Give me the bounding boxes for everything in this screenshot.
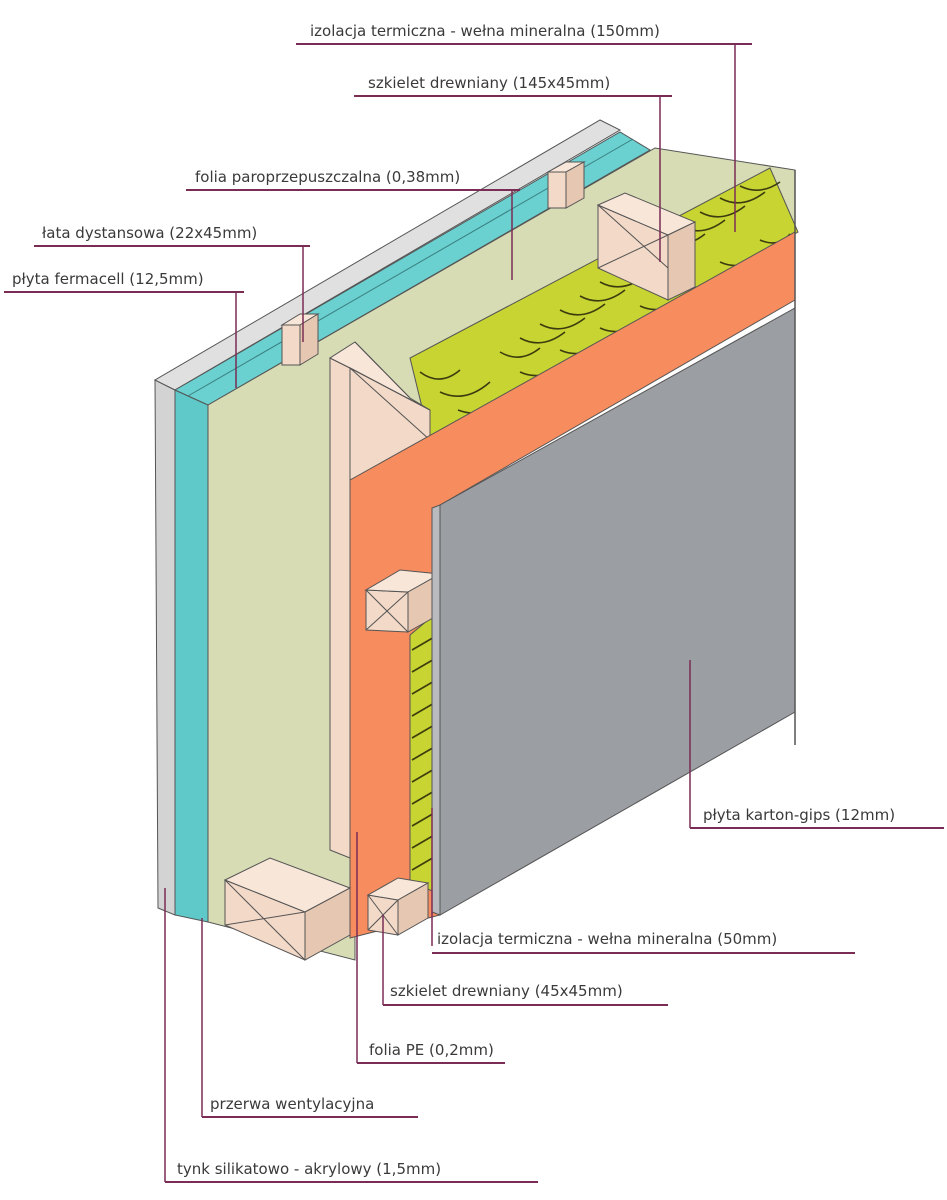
label-top-insulation: izolacja termiczna - wełna mineralna (15… — [310, 22, 660, 40]
label-spacer-batten: łata dystansowa (22x45mm) — [42, 224, 257, 242]
wool-50-hatch — [411, 635, 437, 871]
label-top-frame: szkielet drewniany (145x45mm) — [368, 74, 610, 92]
bottom-plate — [223, 857, 352, 961]
stud-145-back — [596, 192, 697, 301]
label-ventilation-gap: przerwa wentylacyjna — [210, 1095, 374, 1113]
plaster-layer-top — [153, 119, 622, 391]
plaster-layer-face — [154, 379, 176, 916]
label-bottom-insulation: izolacja termiczna - wełna mineralna (50… — [437, 930, 777, 948]
label-plaster: tynk silikatowo - akrylowy (1,5mm) — [177, 1160, 441, 1178]
spacer-batten-upper — [546, 161, 586, 209]
label-vapor-membrane: folia paroprzepuszczalna (0,38mm) — [195, 168, 460, 186]
label-fermacell: płyta fermacell (12,5mm) — [12, 270, 204, 288]
fermacell-board-face — [174, 389, 209, 923]
batten-45-upper — [364, 569, 442, 633]
label-plasterboard: płyta karton-gips (12mm) — [703, 806, 895, 824]
spacer-batten-lower — [280, 313, 320, 366]
label-bottom-frame: szkielet drewniany (45x45mm) — [390, 982, 623, 1000]
label-pe-foil: folia PE (0,2mm) — [369, 1041, 494, 1059]
plasterboard-edge — [431, 504, 441, 916]
